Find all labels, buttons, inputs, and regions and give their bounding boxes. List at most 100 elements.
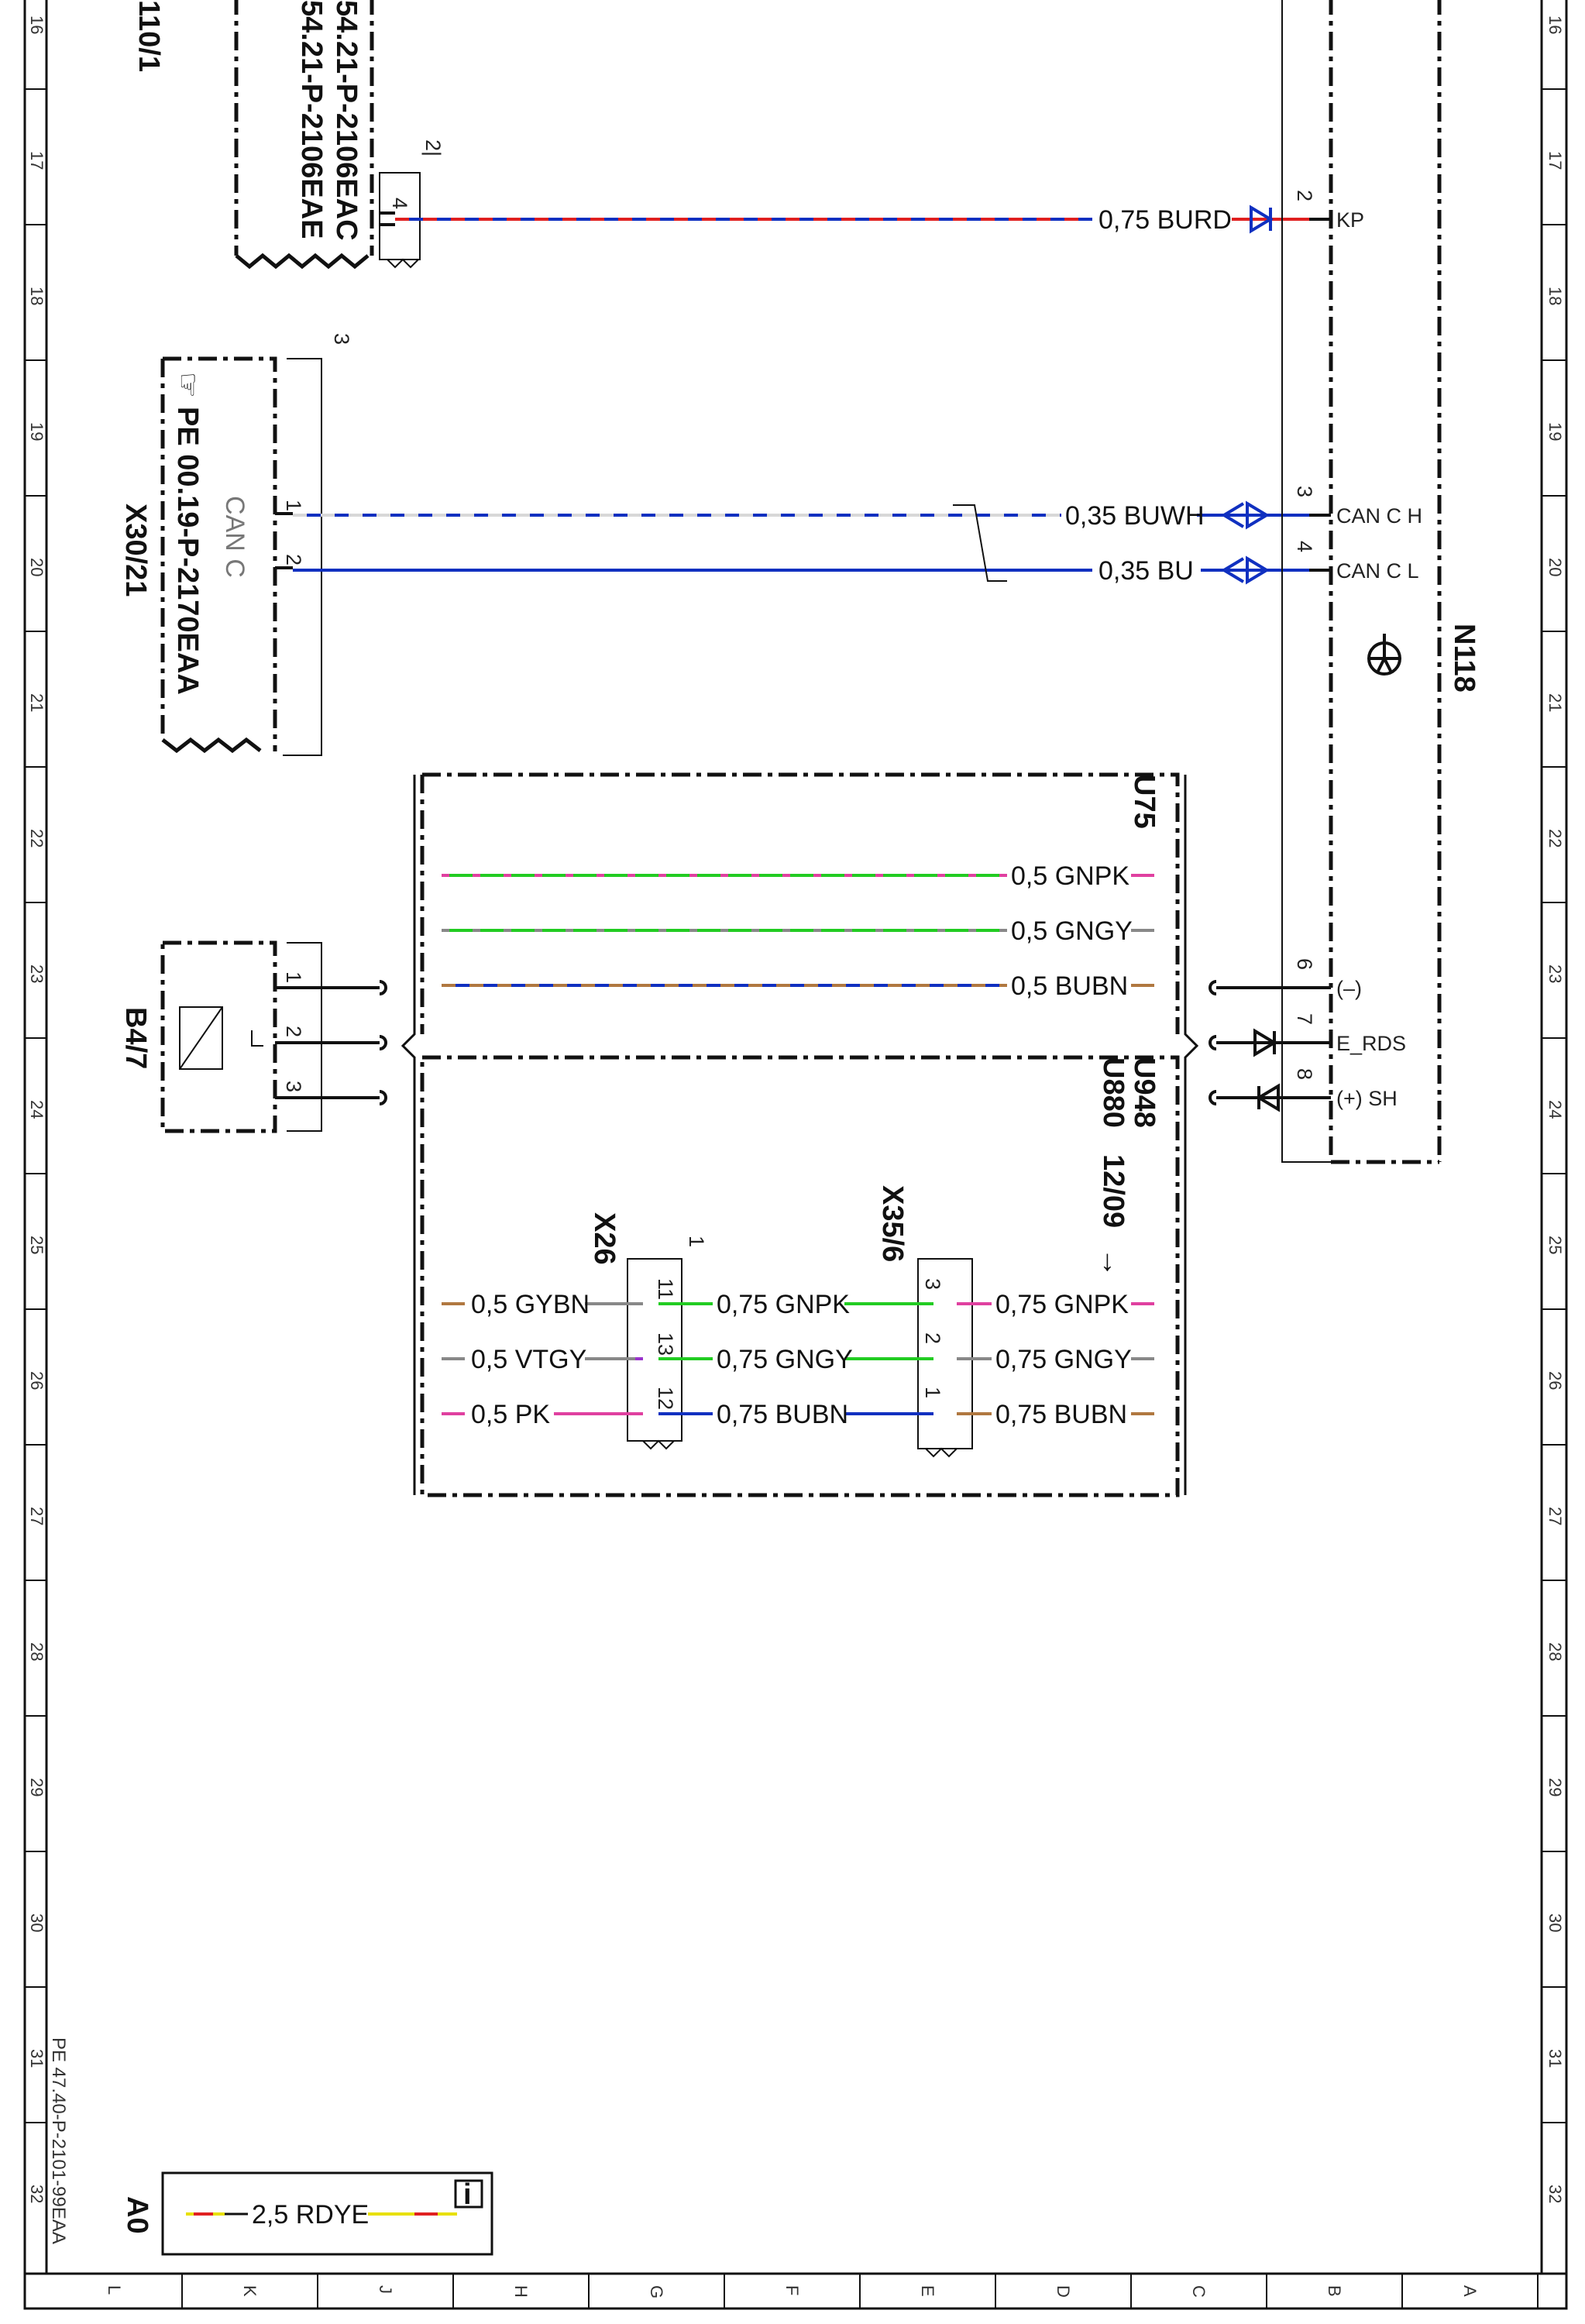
- a0-wire-label: 2,5 RDYE: [252, 2200, 369, 2229]
- grid-row-label: 23: [1545, 964, 1565, 983]
- grid-row-label: 27: [1545, 1507, 1565, 1525]
- x30-21-ref[interactable]: PE 00.19-P-2170EAA: [171, 407, 204, 695]
- top-connector-block: [234, 0, 421, 270]
- arrow-kp: [1250, 205, 1274, 234]
- grid-row-label: 24: [27, 1100, 46, 1119]
- grid-row-label: 28: [27, 1642, 46, 1661]
- grid-row-label: 23: [27, 964, 46, 983]
- grid-column-label: L: [105, 2285, 124, 2295]
- arrow-e-rds: [1253, 1028, 1277, 1057]
- grid-column-ticks: [181, 2274, 1539, 2309]
- grid-row-label: 16: [1545, 15, 1565, 34]
- wire-label-out-2: 0,75 GNGY: [995, 1345, 1132, 1374]
- u75-label: U75: [1128, 775, 1160, 829]
- grid-row-label: 30: [1545, 1913, 1565, 1932]
- n118-pin-number: 8: [1293, 1068, 1316, 1080]
- ref-54-21-2106eae: 54.21-P-2106EAE: [295, 0, 328, 239]
- x26-connector: [627, 1258, 682, 1450]
- grid-row-label: 32: [1545, 2185, 1565, 2203]
- grid-column-label: F: [782, 2285, 802, 2295]
- n118-pin-label: KP: [1336, 208, 1364, 232]
- arrow-plus-sh: [1256, 1083, 1280, 1112]
- n118-label: N118: [1448, 624, 1480, 693]
- x30-21-group-number: 3: [330, 333, 353, 345]
- grid-row-label: 22: [1545, 829, 1565, 847]
- grid-column-label: G: [647, 2285, 666, 2298]
- n118-pin-number: 2: [1293, 190, 1316, 201]
- n118-module: [1281, 0, 1442, 1164]
- ref-54-21-2106eac: 54.21-P-2106EAC: [330, 0, 363, 241]
- b4-7-label: B4/7: [119, 1007, 152, 1069]
- x26-pin-13: 13: [654, 1332, 677, 1356]
- grid-row-label: 25: [1545, 1236, 1565, 1254]
- grid-column-label: J: [376, 2285, 395, 2294]
- b4-7-sensor: [160, 940, 322, 1133]
- grid-row-label: 27: [27, 1507, 46, 1525]
- grid-column-label: A: [1460, 2285, 1480, 2297]
- n118-pin-label: CAN C H: [1336, 504, 1422, 528]
- wire-label-x26-in-1: 0,5 GYBN: [471, 1290, 590, 1319]
- x35-6-pin-2: 2: [921, 1332, 944, 1344]
- grid-row-label: 26: [1545, 1371, 1565, 1390]
- wire-label-mid-2: 0,75 GNGY: [717, 1345, 853, 1374]
- wire-label-can-l: 0,35 BU: [1098, 556, 1194, 586]
- harness-brace-right: [1184, 775, 1199, 1495]
- wire-label-mid-1: 0,75 GNPK: [717, 1290, 850, 1319]
- x26-pin-11: 11: [654, 1278, 677, 1300]
- b4-7-pin-2: 2: [282, 1026, 305, 1037]
- wire-label-out-3: 0,75 BUBN: [995, 1400, 1127, 1429]
- group-number-2: 2|: [421, 139, 445, 156]
- grid-row-ticks: [25, 88, 1566, 2123]
- x30-21-connector: [160, 356, 322, 756]
- grid-row-label: 26: [27, 1371, 46, 1390]
- x35-6-pin-3: 3: [921, 1278, 944, 1290]
- grid-row-label: 29: [27, 1778, 46, 1796]
- x35-6-pin-1: 1: [921, 1387, 944, 1398]
- grid-row-label: 21: [1545, 693, 1565, 712]
- n118-pin-label: (+) SH: [1336, 1087, 1398, 1110]
- grid-row-label: 17: [1545, 151, 1565, 170]
- grid-row-label: 20: [27, 558, 46, 576]
- grid-column-label: K: [240, 2285, 260, 2297]
- n118-pin-label: CAN C L: [1336, 559, 1419, 583]
- pin-number-top-4: 4: [388, 198, 411, 209]
- x30-21-bus-label: CAN C: [220, 496, 249, 578]
- x30-21-label: X30/21: [119, 504, 152, 596]
- x30-21-pin-1: 1: [282, 500, 305, 511]
- grid-row-label: 22: [27, 829, 46, 847]
- x26-label: X26: [588, 1212, 621, 1265]
- grid-column-label: H: [511, 2285, 531, 2298]
- arrow-can-l: [1221, 555, 1270, 585]
- grid-row-label: 17: [27, 151, 46, 170]
- a0-label: A0: [121, 2196, 153, 2234]
- wire-label-can-h: 0,35 BUWH: [1065, 501, 1205, 531]
- grid-column-label: B: [1325, 2285, 1344, 2297]
- info-icon[interactable]: i: [463, 2178, 472, 2211]
- u-harness-group: [420, 772, 1180, 1497]
- grid-row-label: 19: [27, 422, 46, 441]
- grid-row-label: 24: [1545, 1100, 1565, 1119]
- wire-label-mid-3: 0,75 BUBN: [717, 1400, 848, 1429]
- component-label-110-1: 110/1: [132, 0, 165, 72]
- x35-6-label: X35/6: [876, 1185, 909, 1262]
- grid-row-label: 28: [1545, 1642, 1565, 1661]
- grid-row-label: 20: [1545, 558, 1565, 576]
- x-wires[interactable]: [442, 1302, 1154, 1415]
- grid-column-label: C: [1189, 2285, 1209, 2298]
- n118-pin-number: 3: [1293, 486, 1316, 497]
- grid-row-label: 18: [27, 287, 46, 305]
- x30-21-ref-icon[interactable]: ☞: [171, 372, 204, 398]
- wire-label-x26-in-3: 0,5 PK: [471, 1400, 550, 1429]
- b4-7-pin-1: 1: [282, 971, 305, 983]
- x26-group-number: 1: [685, 1236, 708, 1247]
- n118-pin-number: 6: [1293, 958, 1316, 970]
- u880-date: 12/09: [1097, 1154, 1129, 1228]
- x35-6-connector: [917, 1258, 973, 1458]
- arrow-can-h: [1221, 500, 1270, 530]
- grid-row-label: 16: [27, 15, 46, 34]
- grid-row-label: 31: [1545, 2049, 1565, 2068]
- harness-brace-left: [401, 775, 416, 1495]
- x30-21-pin-2: 2: [282, 554, 305, 566]
